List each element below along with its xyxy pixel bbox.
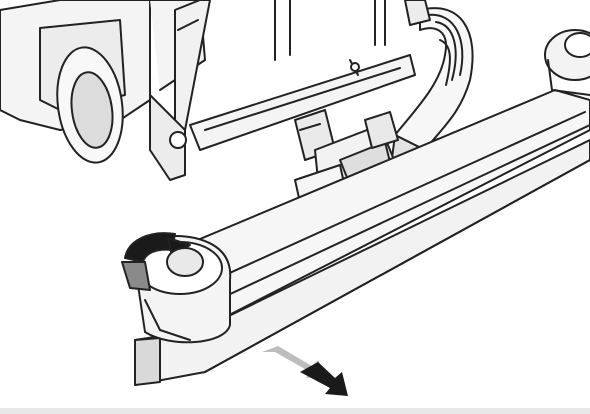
left-caster-wheel xyxy=(121,232,232,344)
squeegee-blade xyxy=(134,89,590,386)
linkage-arm xyxy=(149,0,416,181)
right-caster-wheel xyxy=(544,29,590,96)
move-direction-arrow-icon xyxy=(262,346,348,396)
frame-bars xyxy=(274,0,386,61)
image-border xyxy=(0,408,590,414)
